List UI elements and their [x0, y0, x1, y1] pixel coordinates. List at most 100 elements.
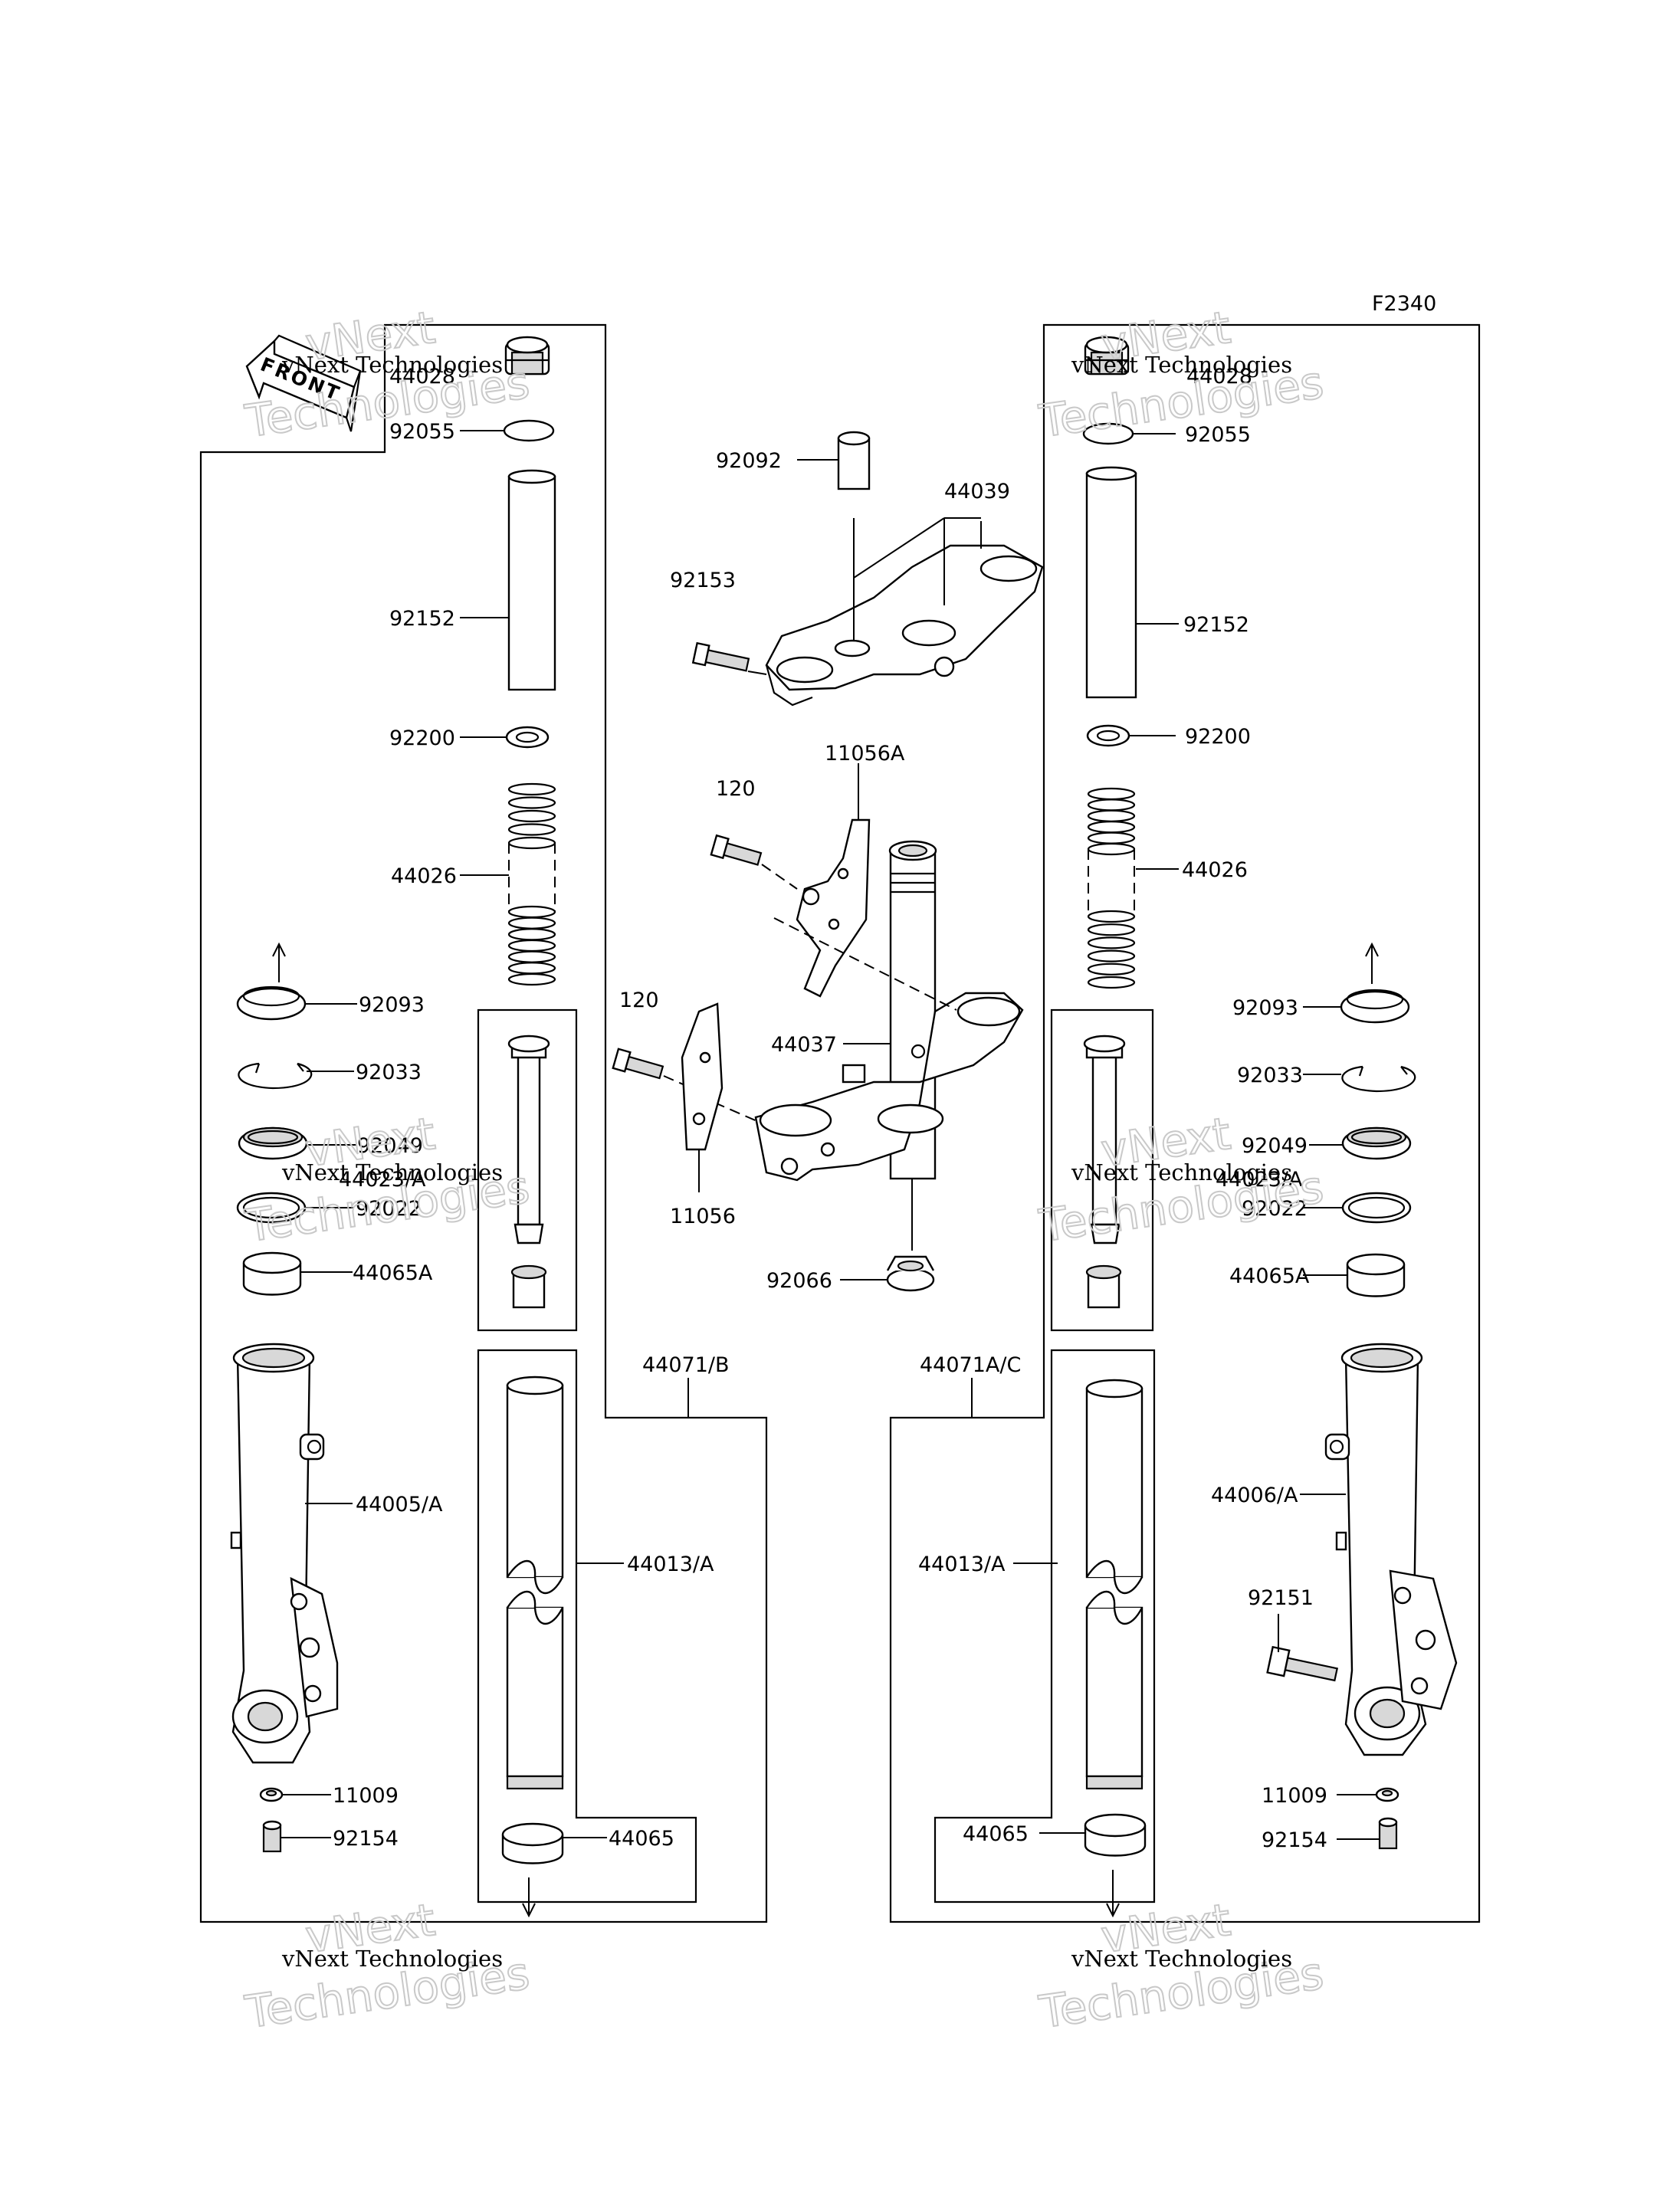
- fork-spring-right: [1087, 787, 1136, 989]
- label-92022-right: 92022: [1242, 1197, 1308, 1221]
- label-44023-left: 44023/A: [339, 1168, 426, 1192]
- left-fork-frame: [199, 323, 768, 1923]
- watermark-caption: vNext Technologies: [281, 1159, 503, 1185]
- left-tube-box: [477, 1349, 697, 1904]
- left-damper-box: [477, 1008, 578, 1332]
- watermark-bottom-right: vNext Technologies vNext Technologies: [1035, 1893, 1327, 2039]
- label-92200-right: 92200: [1185, 725, 1251, 749]
- label-44065a-left: 44065A: [353, 1261, 433, 1285]
- oil-seal-right: [1341, 1126, 1412, 1160]
- label-44028-right: 44028: [1186, 365, 1252, 389]
- label-120-lower: 120: [619, 989, 659, 1012]
- label-44065-right: 44065: [963, 1822, 1029, 1846]
- inner-tube-right: [1085, 1379, 1144, 1790]
- label-92092: 92092: [716, 449, 782, 473]
- label-44037: 44037: [771, 1033, 837, 1057]
- bushing-a-right: [1346, 1253, 1406, 1297]
- watermark-caption: vNext Technologies: [281, 352, 503, 378]
- label-92055-left: 92055: [389, 420, 455, 444]
- bushing-left: [501, 1822, 564, 1918]
- bushing-right: [1084, 1813, 1147, 1918]
- label-44028-left: 44028: [389, 365, 455, 389]
- label-92153: 92153: [670, 569, 736, 592]
- o-ring-left: [503, 419, 555, 442]
- label-44065-left: 44065: [609, 1827, 674, 1851]
- label-44013a-right: 44013/A: [918, 1553, 1006, 1576]
- watermark-top-left: vNext Technologies vNext Technologies: [241, 300, 533, 448]
- outer-tube-left: [230, 1343, 339, 1764]
- drain-washer-right: [1375, 1787, 1399, 1802]
- bracket-a-bolt: [710, 834, 798, 890]
- label-92022-left: 92022: [356, 1197, 422, 1221]
- label-92151: 92151: [1248, 1586, 1314, 1610]
- outer-tube-right: [1324, 1343, 1458, 1756]
- label-11009-left: 11009: [333, 1784, 399, 1808]
- label-44071ac: 44071A/C: [920, 1353, 1021, 1377]
- watermark-bottom-left: vNext Technologies vNext Technologies: [241, 1893, 533, 2039]
- label-92154-right: 92154: [1262, 1828, 1327, 1852]
- label-44013a-left: 44013/A: [627, 1553, 714, 1576]
- label-44005a: 44005/A: [356, 1493, 443, 1517]
- oil-seal-left: [238, 1126, 308, 1160]
- drain-bolt-left: [262, 1820, 282, 1853]
- inner-tube-left: [506, 1376, 564, 1790]
- label-44065a-right: 44065A: [1229, 1264, 1310, 1288]
- washer-right: [1086, 724, 1130, 747]
- spacer-tube-right: [1085, 466, 1137, 699]
- label-44026-left: 44026: [391, 864, 457, 888]
- bracket: [681, 1002, 724, 1192]
- fork-cap-right: [1084, 336, 1130, 375]
- watermark-caption: vNext Technologies: [1071, 1159, 1292, 1185]
- label-44023-right: 44023/A: [1216, 1168, 1303, 1192]
- circlip-left: [238, 1062, 313, 1090]
- seal-washer-right: [1341, 1192, 1412, 1224]
- spacer-tube-left: [507, 469, 556, 691]
- right-tube-box: [934, 1349, 1156, 1904]
- right-damper-box: [1050, 1008, 1154, 1332]
- fork-cap-left: [504, 336, 550, 375]
- bushing-a-left: [242, 1251, 302, 1296]
- damper-rod-left: [507, 1035, 550, 1244]
- watermark-caption: vNext Technologies: [281, 1946, 503, 1972]
- label-92033-right: 92033: [1237, 1064, 1303, 1087]
- circlip-right: [1341, 1065, 1416, 1093]
- label-120-upper: 120: [716, 777, 756, 801]
- axle-bolt: [1266, 1614, 1339, 1682]
- stem-nut: [886, 1255, 935, 1292]
- piece-right: [1085, 1264, 1122, 1309]
- label-92154-left: 92154: [333, 1827, 399, 1851]
- bracket-bolt-120: [612, 1048, 689, 1087]
- label-11056: 11056: [670, 1205, 736, 1228]
- drain-washer-left: [259, 1787, 284, 1802]
- label-11056a: 11056A: [825, 742, 905, 766]
- diagram-code: F2340: [1372, 292, 1436, 316]
- leader-lines: [281, 430, 1380, 1840]
- label-92049-right: 92049: [1242, 1134, 1308, 1158]
- label-44026-right: 44026: [1182, 858, 1248, 882]
- fork-spring-left: [507, 782, 556, 986]
- watermark-mid-right: vNext Technologies vNext Technologies: [1035, 1107, 1327, 1253]
- damper-rod-right: [1083, 1035, 1126, 1244]
- steering-stem: [698, 840, 1024, 1251]
- washer-left: [505, 726, 550, 749]
- drain-bolt-right: [1378, 1817, 1398, 1850]
- upper-bracket: [765, 517, 1044, 707]
- piece-left: [510, 1264, 547, 1309]
- watermark-caption: vNext Technologies: [1071, 352, 1292, 378]
- label-92093-right: 92093: [1232, 996, 1298, 1020]
- dust-seal-left: [236, 942, 307, 1021]
- label-44039: 44039: [944, 480, 1010, 503]
- bracket-a: [796, 763, 871, 998]
- label-44006a: 44006/A: [1211, 1484, 1298, 1507]
- watermark-top-right: vNext Technologies vNext Technologies: [1035, 300, 1327, 448]
- collar: [837, 431, 871, 490]
- label-92152-right: 92152: [1183, 613, 1249, 637]
- part-labels: F2340 44028 92055 92152 92200 44026 9209…: [333, 292, 1436, 1852]
- label-92200-left: 92200: [389, 726, 455, 750]
- label-11009-right: 11009: [1262, 1784, 1327, 1808]
- label-92049-left: 92049: [357, 1134, 423, 1158]
- bracket-bolt: [691, 641, 767, 675]
- label-92055-right: 92055: [1185, 423, 1251, 447]
- label-92066: 92066: [766, 1269, 832, 1293]
